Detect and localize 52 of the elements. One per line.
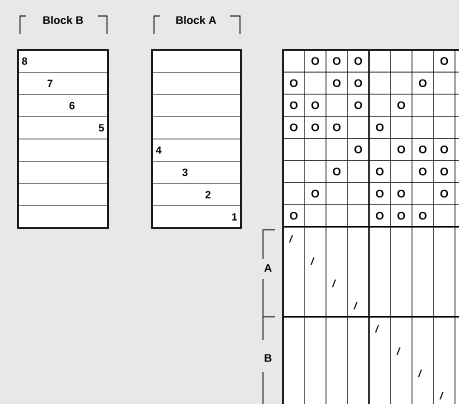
cell-mark: O — [311, 123, 320, 132]
heading: Block B — [43, 16, 83, 24]
cell-mark: O — [418, 146, 427, 154]
tally-mark: / — [288, 235, 294, 243]
cell-mark: O — [290, 79, 298, 88]
cell-mark: O — [311, 190, 320, 198]
cell-mark: O — [290, 101, 298, 110]
cell-mark: O — [440, 168, 448, 176]
cell-mark: O — [311, 101, 320, 110]
cell-mark: O — [376, 190, 384, 198]
cell-mark: O — [311, 57, 320, 65]
row-number: 6 — [69, 102, 75, 110]
tally-mark: / — [418, 370, 422, 378]
cell-mark: O — [354, 101, 362, 110]
cell-mark: O — [332, 57, 341, 65]
cell-mark: O — [418, 168, 427, 176]
row-number: 2 — [205, 190, 210, 198]
cell-mark: O — [440, 57, 448, 65]
cell-mark: O — [354, 146, 362, 154]
bracket-label: A — [264, 264, 272, 272]
cell-mark: O — [332, 79, 341, 88]
tally-mark: / — [396, 347, 400, 355]
row-number: 4 — [156, 146, 162, 154]
row-number: 8 — [22, 57, 28, 65]
cell-mark: O — [418, 212, 427, 220]
cell-mark: O — [376, 212, 384, 220]
cell-mark: O — [397, 146, 406, 154]
cell-mark: O — [354, 57, 362, 65]
cell-mark: O — [418, 79, 427, 88]
tally-mark: / — [374, 325, 379, 333]
heading: Block A — [176, 16, 216, 24]
cell-mark: O — [397, 190, 406, 198]
cell-mark: O — [440, 146, 448, 154]
row-number: 3 — [182, 168, 188, 176]
cell-mark: O — [397, 212, 406, 220]
cell-mark: O — [354, 79, 362, 88]
row-number: 7 — [48, 80, 52, 87]
cell-mark: O — [397, 101, 406, 110]
cell-mark: O — [332, 168, 341, 176]
bracket-label: B — [264, 354, 272, 362]
cell-mark: O — [290, 123, 298, 132]
tally-mark: / — [332, 280, 336, 288]
cell-mark: O — [440, 190, 448, 198]
cell-mark: O — [376, 168, 384, 176]
cell-mark: O — [290, 212, 298, 220]
row-number: 1 — [232, 213, 237, 220]
cell-mark: O — [332, 123, 341, 132]
tally-mark: / — [310, 257, 315, 265]
row-number: 5 — [98, 124, 104, 132]
tally-mark: / — [353, 302, 358, 310]
cell-mark: O — [376, 123, 384, 132]
tally-mark: / — [439, 392, 444, 400]
